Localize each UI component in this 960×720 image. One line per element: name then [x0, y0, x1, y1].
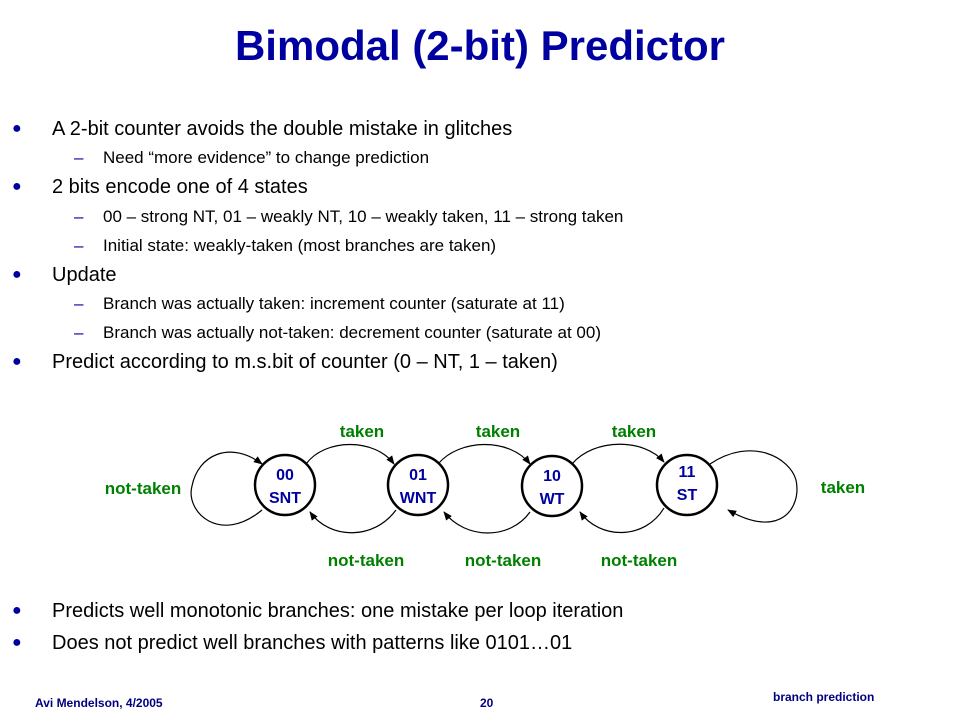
dash-icon: – [74, 323, 84, 342]
footer-page-number: 20 [480, 696, 494, 710]
edge-label-not-taken: not-taken [328, 551, 405, 570]
bullet-text: A 2-bit counter avoids the double mistak… [52, 118, 513, 140]
state-circle [520, 454, 584, 518]
bullet-text: Does not predict well branches with patt… [52, 632, 573, 654]
state-code: 00 [276, 467, 294, 484]
bullet-icon: ● [12, 602, 22, 619]
sub-bullet-item: – Branch was actually not-taken: decreme… [74, 323, 601, 343]
sub-bullet-text: Branch was actually taken: increment cou… [103, 294, 565, 313]
bullet-item: ● Predict according to m.s.bit of counte… [12, 351, 558, 374]
sub-bullet-item: – Branch was actually taken: increment c… [74, 294, 565, 314]
state-name: SNT [269, 490, 301, 507]
transition-arrow-taken [571, 443, 665, 465]
self-loop-arrow-taken [709, 450, 798, 523]
state-name: WT [540, 491, 565, 508]
footer-author: Avi Mendelson, 4/2005 [35, 696, 163, 710]
dash-icon: – [74, 236, 84, 255]
slide-title: Bimodal (2-bit) Predictor [234, 22, 726, 69]
self-loop-label-not-taken: not-taken [105, 479, 182, 498]
state-code: 11 [679, 464, 696, 481]
sub-bullet-text: Branch was actually not-taken: decrement… [103, 323, 601, 342]
state-code: 01 [409, 467, 427, 484]
state-11: 11 ST [655, 453, 719, 517]
edge-label-not-taken: not-taken [601, 551, 678, 570]
state-01: 01 WNT [386, 453, 450, 517]
transition-arrow-taken [437, 444, 531, 465]
bullet-icon: ● [12, 120, 22, 137]
transition-arrow-not-taken [443, 511, 531, 534]
bullet-item: ● 2 bits encode one of 4 states [12, 176, 308, 199]
bullet-item: ● Does not predict well branches with pa… [12, 632, 573, 655]
bullet-icon: ● [12, 178, 22, 195]
sub-bullet-item: – 00 – strong NT, 01 – weakly NT, 10 – w… [74, 207, 624, 227]
bullet-icon: ● [12, 266, 22, 283]
edge-label-taken: taken [340, 422, 384, 441]
state-00: 00 SNT [253, 453, 317, 517]
transition-arrow-taken [305, 444, 395, 465]
self-loop-label-taken: taken [821, 478, 865, 497]
sub-bullet-text: 00 – strong NT, 01 – weakly NT, 10 – wea… [103, 207, 624, 226]
bullet-text: 2 bits encode one of 4 states [52, 176, 308, 198]
dash-icon: – [74, 294, 84, 313]
bullet-icon: ● [12, 634, 22, 651]
bullet-item: ● Predicts well monotonic branches: one … [12, 600, 624, 623]
bullet-icon: ● [12, 353, 22, 370]
state-code: 10 [543, 468, 561, 485]
bullet-item: ● Update [12, 264, 117, 287]
state-circle [655, 453, 719, 517]
bullet-text: Update [52, 264, 117, 286]
bullet-item: ● A 2-bit counter avoids the double mist… [12, 118, 513, 141]
sub-bullet-text: Initial state: weakly-taken (most branch… [103, 236, 497, 255]
bullet-text: Predict according to m.s.bit of counter … [52, 351, 558, 373]
dash-icon: – [74, 207, 84, 226]
footer-topic: branch prediction [773, 690, 875, 704]
transition-arrow-not-taken [309, 509, 397, 534]
dash-icon: – [74, 148, 84, 167]
state-name: ST [677, 487, 698, 504]
sub-bullet-item: – Initial state: weakly-taken (most bran… [74, 236, 497, 256]
transition-arrow-not-taken [579, 507, 665, 534]
state-10: 10 WT [520, 454, 584, 518]
state-circle [253, 453, 317, 517]
state-circle [386, 453, 450, 517]
bullet-text: Predicts well monotonic branches: one mi… [52, 600, 624, 622]
edge-label-not-taken: not-taken [465, 551, 542, 570]
sub-bullet-text: Need “more evidence” to change predictio… [103, 148, 430, 167]
edge-label-taken: taken [476, 422, 520, 441]
state-name: WNT [400, 490, 437, 507]
edge-label-taken: taken [612, 422, 656, 441]
self-loop-arrow-not-taken [190, 451, 263, 526]
sub-bullet-item: – Need “more evidence” to change predict… [74, 148, 430, 168]
